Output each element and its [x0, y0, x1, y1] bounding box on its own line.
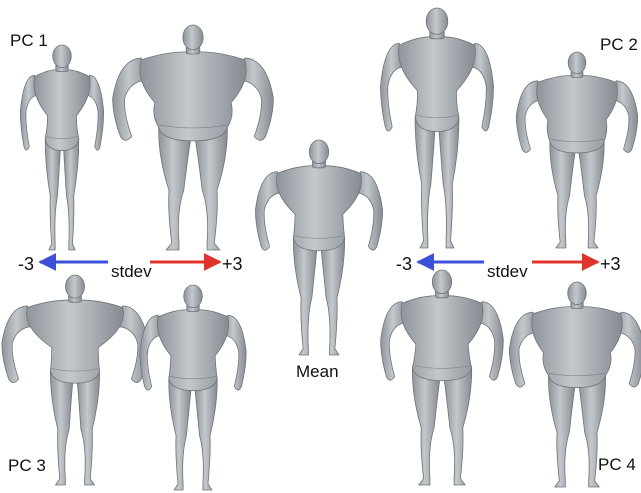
leg [50, 371, 72, 485]
head [309, 140, 328, 164]
leg [45, 138, 60, 250]
head [432, 270, 451, 294]
pc2-minus3-figure [381, 8, 494, 248]
stdev-axis-right: -3 stdev +3 [396, 254, 621, 281]
leg [415, 117, 435, 248]
pc3-plus3-figure [140, 285, 246, 490]
mean-label: Mean [296, 362, 339, 381]
leg [579, 141, 604, 248]
leg [77, 371, 99, 485]
head [66, 275, 85, 298]
torso [157, 309, 228, 390]
leg [169, 378, 191, 490]
head [53, 45, 71, 68]
pc1-plus3-figure [113, 25, 274, 250]
torso [537, 75, 618, 153]
pc1-label: PC 1 [10, 31, 48, 50]
minus-three-label: -3 [18, 254, 34, 274]
leg [548, 375, 574, 487]
leg [412, 368, 439, 485]
minus-three-label: -3 [396, 254, 412, 274]
pc3-label: PC 3 [8, 456, 46, 475]
stdev-label: stdev [487, 262, 528, 281]
head [568, 52, 586, 74]
leg [159, 127, 191, 250]
stdev-axis-left: -3 stdev +3 [18, 254, 243, 281]
mean-figure [255, 140, 382, 355]
plus-three-label: +3 [222, 254, 243, 274]
leg [321, 238, 344, 355]
torso [140, 52, 246, 141]
head [184, 285, 202, 308]
pc4-minus3-figure [381, 270, 504, 485]
torso [399, 37, 476, 132]
leg [293, 238, 316, 355]
head [426, 8, 448, 34]
torso [401, 296, 483, 381]
leg [64, 138, 79, 250]
torso [34, 69, 90, 150]
plus-three-label: +3 [600, 254, 621, 274]
torso [532, 306, 623, 387]
body-figures [2, 8, 641, 490]
leg [439, 117, 459, 248]
pc2-label: PC 2 [600, 35, 638, 54]
leg [550, 141, 575, 248]
head [183, 25, 203, 50]
stdev-label: stdev [111, 262, 152, 281]
torso [27, 300, 124, 383]
leg [195, 378, 217, 490]
leg [444, 368, 471, 485]
pc2-plus3-figure [516, 52, 637, 248]
head [568, 282, 586, 305]
pc3-minus3-figure [2, 275, 148, 485]
torso [276, 166, 361, 251]
pc4-label: PC 4 [598, 455, 636, 474]
pc1-minus3-figure [20, 45, 103, 250]
leg [196, 127, 228, 250]
